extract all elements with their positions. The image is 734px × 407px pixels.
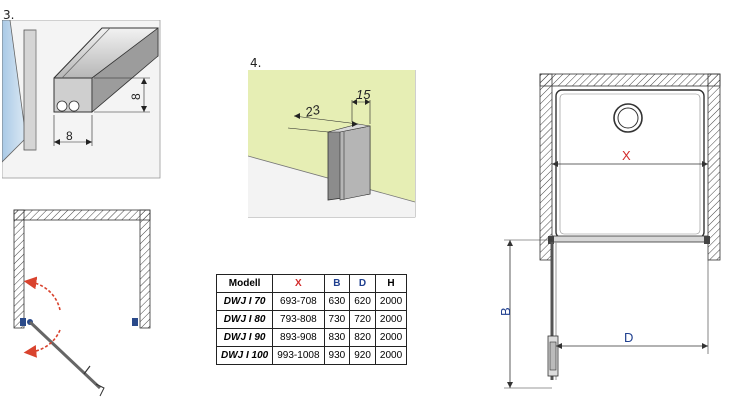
table-header-row: Modell X B D H	[215, 274, 408, 293]
cell-h: 2000	[374, 328, 408, 347]
cell-b: 930	[323, 346, 351, 365]
wall-mount-figure: 23 15	[248, 70, 416, 218]
cell-d: 720	[349, 310, 376, 329]
step-3-label: 3.	[3, 8, 15, 22]
cell-x: 793-808	[272, 310, 325, 329]
dimension-x-label: X	[622, 148, 631, 163]
profile-detail-figure: 8 8	[2, 20, 161, 179]
table-row: DWJ I 80 793-808 730 720 2000	[215, 310, 408, 329]
table-row: DWJ I 90 893-908 830 820 2000	[215, 328, 408, 347]
spec-table: Modell X B D H DWJ I 70 693-708 630 620 …	[215, 274, 408, 365]
profile-height-label: 8	[129, 93, 143, 100]
cell-b: 630	[323, 292, 351, 311]
header-d: D	[349, 274, 376, 293]
dimension-d-label: D	[624, 330, 633, 345]
floor-plan-diagram: X B D	[498, 73, 721, 389]
header-h: H	[374, 274, 408, 293]
cell-x: 993-1008	[272, 346, 325, 365]
table-row: DWJ I 100 993-1008 930 920 2000	[215, 346, 408, 365]
cell-x: 893-908	[272, 328, 325, 347]
cell-model: DWJ I 100	[215, 346, 274, 365]
door-swing-diagram	[13, 209, 151, 397]
cell-d: 920	[349, 346, 376, 365]
dimension-b-label: B	[498, 307, 513, 316]
header-x: X	[272, 274, 325, 293]
cell-h: 2000	[374, 310, 408, 329]
header-model: Modell	[215, 274, 274, 293]
cell-model: DWJ I 80	[215, 310, 274, 329]
cell-h: 2000	[374, 292, 408, 311]
cell-d: 820	[349, 328, 376, 347]
table-row: DWJ I 70 693-708 630 620 2000	[215, 292, 408, 311]
mount-width-label: 15	[356, 87, 371, 102]
cell-b: 830	[323, 328, 351, 347]
cell-b: 730	[323, 310, 351, 329]
cell-model: DWJ I 70	[215, 292, 274, 311]
cell-x: 693-708	[272, 292, 325, 311]
header-b: B	[323, 274, 351, 293]
cell-h: 2000	[374, 346, 408, 365]
profile-width-label: 8	[66, 129, 73, 143]
mount-depth-label: 23	[303, 102, 322, 120]
step-4-label: 4.	[250, 56, 262, 70]
cell-model: DWJ I 90	[215, 328, 274, 347]
cell-d: 620	[349, 292, 376, 311]
